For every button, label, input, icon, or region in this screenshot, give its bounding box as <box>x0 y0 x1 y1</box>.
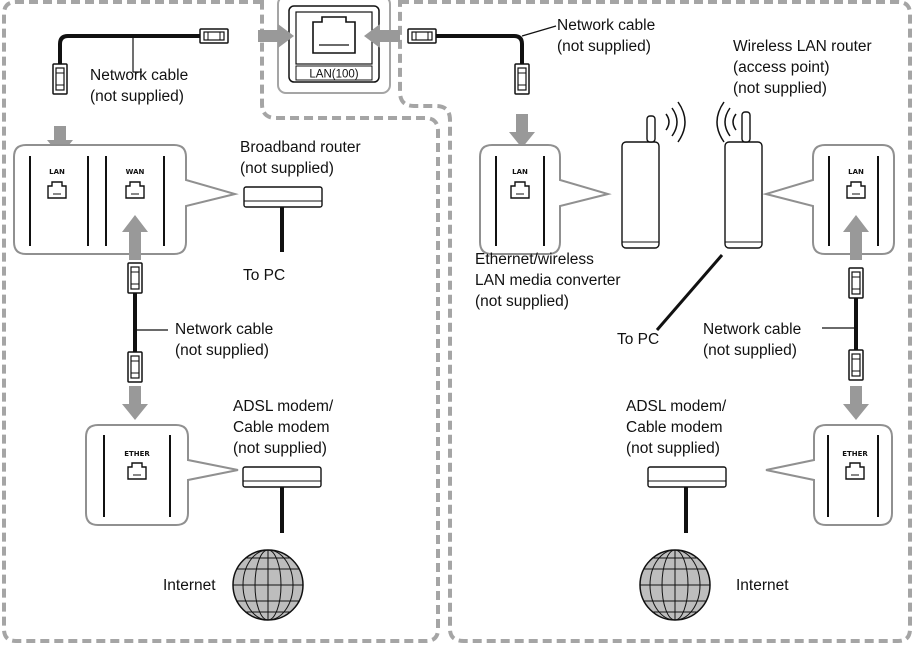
wireless-waves-icon <box>716 101 737 143</box>
wireless-router-to-pc-line <box>655 254 724 331</box>
left-modem-device <box>242 466 322 488</box>
arrow-down-to-right-modem <box>843 386 869 420</box>
left-modem-callout <box>85 424 239 526</box>
network-plug-icon <box>407 28 437 44</box>
network-plug-icon <box>514 63 530 95</box>
center-port-label: LAN(100) <box>309 69 358 81</box>
left-modem-label-2: Cable modem <box>233 419 330 436</box>
wireless-router-sub: (not supplied) <box>733 80 827 97</box>
router-wan-port-label: WAN <box>126 168 145 176</box>
right-zone-border <box>398 0 912 643</box>
left-to-pc-label: To PC <box>243 267 285 284</box>
wlan-router-port-label: LAN <box>848 168 864 176</box>
left-internet-label: Internet <box>163 577 216 594</box>
wireless-router-label: Wireless LAN router <box>733 38 872 55</box>
left-modem-port-label: ETHER <box>124 450 150 458</box>
arrow-left-to-port <box>258 24 294 48</box>
left-cable-mid-label: Network cable <box>175 321 273 338</box>
broadband-router-device <box>243 186 323 208</box>
converter-label: Ethernet/wireless <box>475 251 594 268</box>
arrow-up-to-wan <box>122 215 148 260</box>
arrow-up-to-wlan-router <box>843 215 869 260</box>
right-modem-sub: (not supplied) <box>626 440 720 457</box>
arrow-down-to-modem <box>122 386 148 420</box>
left-cable-top-label: Network cable <box>90 67 188 84</box>
rj45-port-icon <box>312 16 356 54</box>
router-lan-port-label: LAN <box>49 168 65 176</box>
right-cable-top-sub: (not supplied) <box>557 38 651 55</box>
arrow-down-to-router <box>47 126 73 156</box>
arrow-down-to-converter <box>509 114 535 148</box>
antenna-icon <box>646 115 656 143</box>
network-plug-icon <box>199 28 229 44</box>
right-cable-mid-label: Network cable <box>703 321 801 338</box>
converter-port-label: LAN <box>512 168 528 176</box>
right-cable-mid-sub: (not supplied) <box>703 342 797 359</box>
converter-sub: (not supplied) <box>475 293 569 310</box>
network-plug-icon <box>127 351 143 383</box>
right-cable-top-leader <box>521 25 557 37</box>
left-cable-top <box>58 34 200 64</box>
center-lan-port: LAN(100) <box>277 0 391 94</box>
right-cable-top <box>436 34 524 64</box>
left-zone-border <box>2 0 440 643</box>
broadband-router-label: Broadband router <box>240 139 361 156</box>
network-plug-icon <box>127 262 143 294</box>
left-cable-top-sub: (not supplied) <box>90 88 184 105</box>
router-callout <box>13 144 239 255</box>
right-to-pc-label: To PC <box>617 331 659 348</box>
right-modem-label-2: Cable modem <box>626 419 723 436</box>
globe-icon <box>639 549 711 621</box>
left-cable-mid-sub: (not supplied) <box>175 342 269 359</box>
right-cable-top-label: Network cable <box>557 17 655 34</box>
broadband-router-sub: (not supplied) <box>240 160 334 177</box>
globe-icon <box>232 549 304 621</box>
wireless-router-label-2: (access point) <box>733 59 829 76</box>
right-modem-device <box>647 466 727 488</box>
network-plug-icon <box>848 267 864 299</box>
media-converter-device <box>621 141 660 249</box>
network-plug-icon <box>52 63 68 95</box>
network-plug-icon <box>848 349 864 381</box>
arrow-right-to-port <box>364 24 400 48</box>
converter-label-2: LAN media converter <box>475 272 621 289</box>
wireless-waves-icon <box>665 101 686 143</box>
left-modem-label: ADSL modem/ <box>233 398 334 415</box>
right-internet-label: Internet <box>736 577 789 594</box>
antenna-icon <box>741 111 751 143</box>
right-modem-label: ADSL modem/ <box>626 398 727 415</box>
wireless-router-device <box>724 141 763 249</box>
right-modem-port-label: ETHER <box>842 450 868 458</box>
left-modem-sub: (not supplied) <box>233 440 327 457</box>
